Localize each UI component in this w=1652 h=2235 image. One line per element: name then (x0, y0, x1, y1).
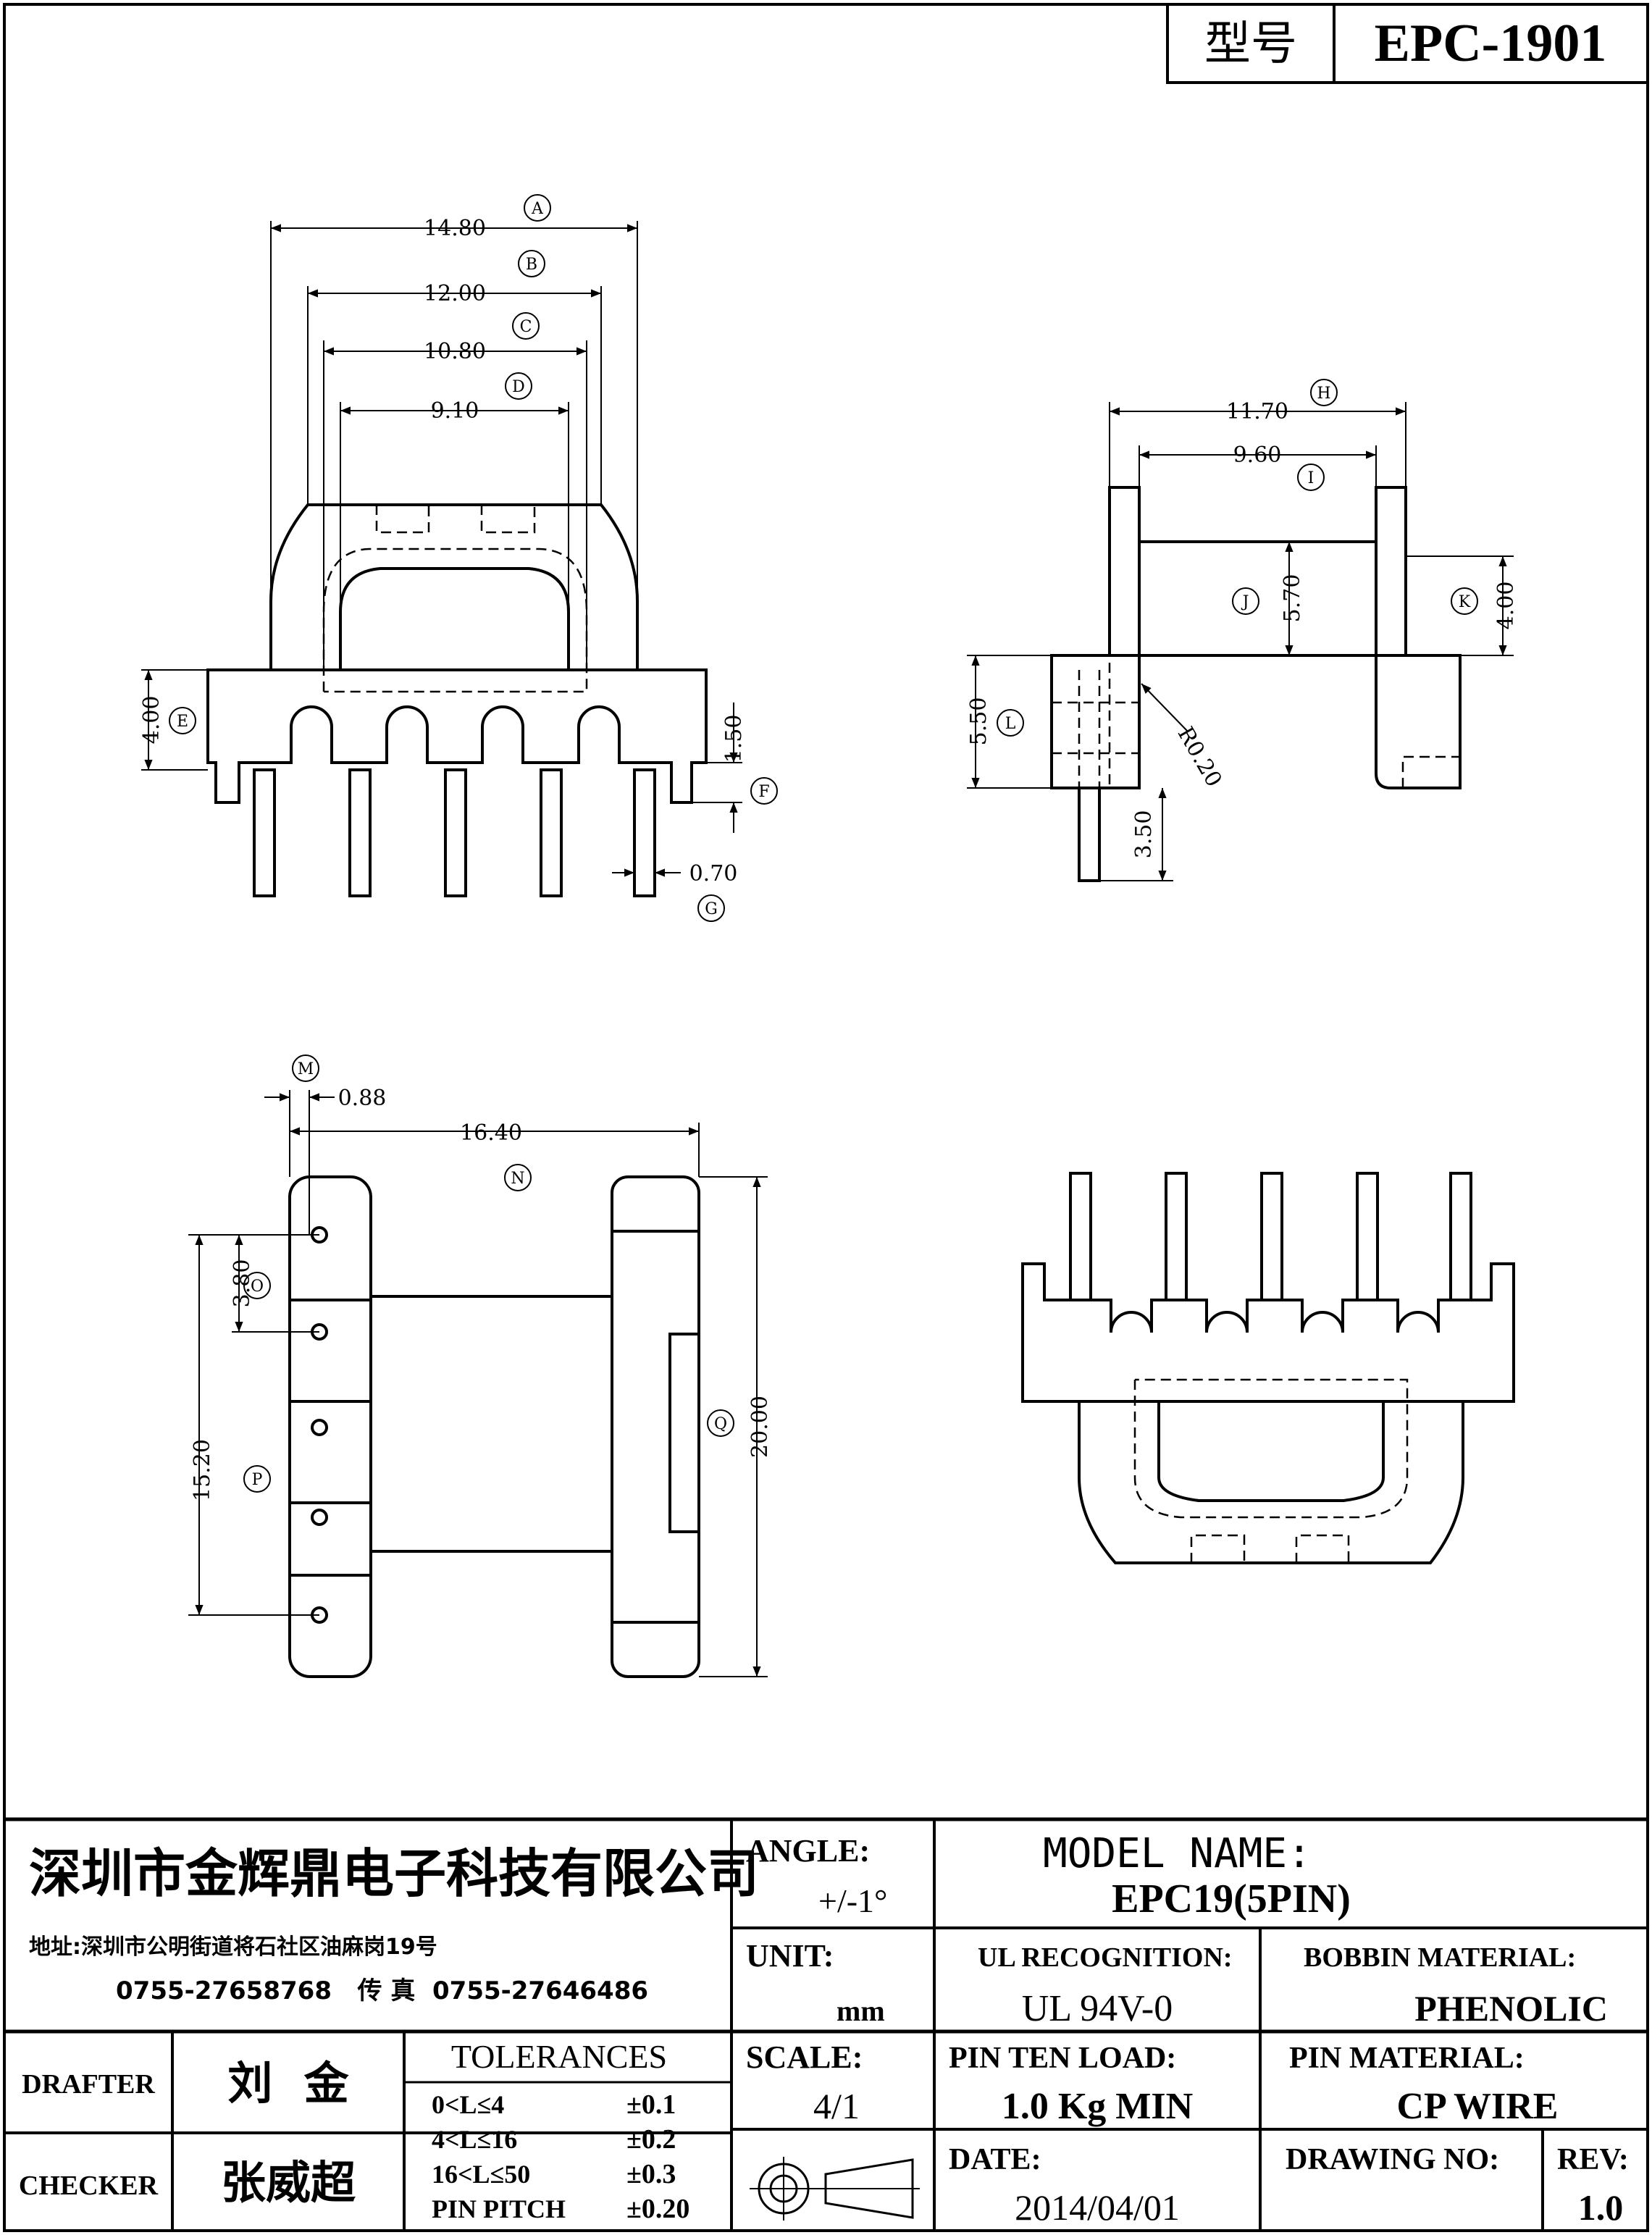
tol-value-3: ±0.20 (626, 2194, 689, 2224)
tag-l: L (1005, 715, 1016, 733)
pin-material-value: CP WIRE (1397, 2086, 1559, 2127)
dim-f: 1.50 (721, 715, 747, 763)
dim-b: 12.00 (424, 281, 486, 306)
pin-load-label: PIN TEN LOAD: (949, 2042, 1176, 2075)
unit-label: UNIT: (746, 1938, 834, 1974)
model-header: 型号 EPC-1901 (1166, 4, 1648, 84)
tol-value-1: ±0.2 (626, 2124, 676, 2155)
rev-label: REV: (1557, 2143, 1629, 2176)
dim-pin: 3.50 (1131, 810, 1157, 859)
tag-d: D (512, 378, 525, 396)
dim-d: 9.10 (431, 398, 479, 424)
tag-j: J (1241, 593, 1249, 611)
tag-p: P (252, 1471, 263, 1489)
front-view-labels: 14.80 12.00 10.80 9.10 4.00 1.50 0.70 A … (139, 194, 778, 922)
tol-range-1: 4<L≤16 (432, 2125, 517, 2154)
dim-m: 0.88 (338, 1086, 387, 1111)
tag-c: C (520, 318, 532, 336)
dim-e: 4.00 (139, 696, 164, 745)
model-value: EPC-1901 (1375, 14, 1607, 73)
side-view (967, 402, 1514, 882)
front-view (141, 221, 742, 897)
dim-k: 4.00 (1493, 582, 1519, 630)
angle-label: ANGLE: (746, 1833, 870, 1869)
tag-m: M (298, 1060, 314, 1078)
tol-value-0: ±0.1 (626, 2089, 676, 2120)
rear-view (1021, 1172, 1515, 1564)
company-address: 地址:深圳市公明街道将石社区油麻岗19号 (29, 1934, 437, 1960)
tol-range-3: PIN PITCH (432, 2194, 566, 2223)
angle-value: +/-1° (818, 1882, 887, 1919)
company-name: 深圳市金辉鼎电子科技有限公司 (29, 1843, 759, 1904)
dim-q: 20.00 (747, 1396, 773, 1458)
dim-p: 15.20 (190, 1439, 215, 1501)
company-phone: 0755-27658768 传 真 0755-27646486 (116, 1976, 648, 2005)
title-block (4, 1817, 1648, 2231)
drafter-label: DRAFTER (22, 2069, 155, 2100)
tol-value-2: ±0.3 (626, 2159, 676, 2189)
bobbin-value: PHENOLIC (1414, 1988, 1608, 2029)
bottom-view (188, 1090, 768, 1678)
dim-i: 9.60 (1233, 443, 1282, 468)
date-value: 2014/04/01 (1015, 2187, 1180, 2228)
bottom-view-labels: 0.88 16.40 3.80 15.20 20.00 M N O P Q (190, 1054, 773, 1501)
tag-b: B (526, 256, 537, 274)
tol-range-0: 0<L≤4 (432, 2090, 504, 2119)
model-name-label: MODEL NAME: (1043, 1830, 1312, 1877)
model-name-value: EPC19(5PIN) (1112, 1877, 1351, 1921)
unit-value: mm (837, 1995, 885, 2027)
scale-value: 4/1 (813, 2086, 860, 2126)
tolerances-label: TOLERANCES (451, 2038, 667, 2075)
pin-material-label: PIN MATERIAL: (1289, 2042, 1525, 2075)
checker-label: CHECKER (19, 2171, 159, 2201)
dim-l: 5.50 (966, 697, 991, 746)
drawing-no-label: DRAWING NO: (1286, 2143, 1499, 2176)
tol-range-2: 16<L≤50 (432, 2160, 530, 2189)
drafter-value: 刘 金 (227, 2057, 349, 2110)
tag-f: F (758, 783, 769, 801)
model-label: 型号 (1204, 17, 1297, 71)
pin-load-value: 1.0 Kg MIN (1002, 2086, 1193, 2127)
tag-n: N (511, 1170, 524, 1188)
tag-k: K (1459, 593, 1471, 611)
dim-c: 10.80 (424, 339, 486, 364)
dim-radius: R0.20 (1173, 723, 1227, 792)
tag-o: O (251, 1278, 264, 1296)
dim-g: 0.70 (689, 861, 738, 886)
rev-value: 1.0 (1578, 2187, 1624, 2228)
ul-value: UL 94V-0 (1022, 1988, 1173, 2029)
tag-e: E (177, 713, 188, 731)
tag-h: H (1317, 385, 1330, 403)
date-label: DATE: (949, 2143, 1041, 2176)
dim-a: 14.80 (424, 216, 486, 241)
sheet-border (3, 3, 1649, 2232)
dim-n: 16.40 (460, 1120, 522, 1146)
scale-label: SCALE: (746, 2039, 863, 2075)
tag-q: Q (714, 1415, 727, 1433)
bobbin-label: BOBBIN MATERIAL: (1304, 1942, 1576, 1973)
dim-o: 3.80 (230, 1259, 255, 1308)
tag-i: I (1308, 469, 1315, 487)
ul-label: UL RECOGNITION: (978, 1942, 1233, 1973)
tag-a: A (531, 200, 544, 218)
dim-j: 5.70 (1280, 574, 1305, 623)
dim-h: 11.70 (1226, 399, 1288, 424)
checker-value: 张威超 (221, 2156, 356, 2209)
title-block-text: 深圳市金辉鼎电子科技有限公司 地址:深圳市公明街道将石社区油麻岗19号 0755… (19, 1830, 1629, 2228)
tag-g: G (705, 900, 718, 918)
